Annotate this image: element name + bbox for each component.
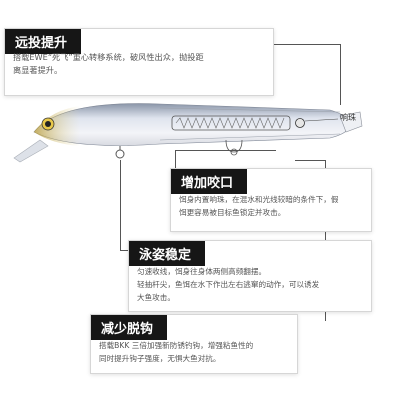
feature-card-bite: 增加咬口 饵身内置响珠，在混水和光线较暗的条件下，假 饵更容易被目标鱼锁定并攻击…: [170, 168, 372, 232]
feature-text: 搭载BKK 三倍加强新防锈钓钩，增强粘鱼性的 同时提升钩子强度，无惧大鱼对抗。: [99, 341, 254, 363]
feature-title: 减少脱钩: [91, 315, 168, 340]
leader-line-1: [270, 44, 341, 105]
hook-eye: [115, 149, 125, 159]
feature-card-swim: 泳姿稳定 匀速收线，饵身往身体两侧高频翻摆。 轻抽杆尖，鱼饵在水下作出左右逃窜的…: [128, 240, 372, 312]
rattle-ball: [295, 118, 305, 128]
feature-text: 饵身内置响珠，在混水和光线较暗的条件下，假 饵更容易被目标鱼锁定并攻击。: [179, 195, 339, 217]
feature-title: 增加咬口: [171, 169, 248, 194]
leader-line-2: [175, 150, 276, 171]
feature-card-hook: 减少脱钩 搭载BKK 三倍加强新防锈钓钩，增强粘鱼性的 同时提升钩子强度，无惧大…: [90, 314, 298, 374]
lure-lip: [13, 139, 49, 163]
feature-card-casting: 远投提升 搭载EWE“死飞”重心转移系统，破风性出众，抛投距 离显著提升。: [4, 28, 274, 96]
feature-title: 远投提升: [5, 29, 82, 54]
feature-title: 泳姿稳定: [129, 241, 206, 266]
feature-text: 匀速收线，饵身往身体两侧高频翻摆。 轻抽杆尖，鱼饵在水下作出左右逃窜的动作，可以…: [137, 267, 320, 302]
leader-line-3: [120, 160, 131, 251]
rattle-label: 响珠: [340, 113, 356, 122]
feature-text: 搭载EWE“死飞”重心转移系统，破风性出众，抛投距 离显著提升。: [13, 52, 204, 75]
